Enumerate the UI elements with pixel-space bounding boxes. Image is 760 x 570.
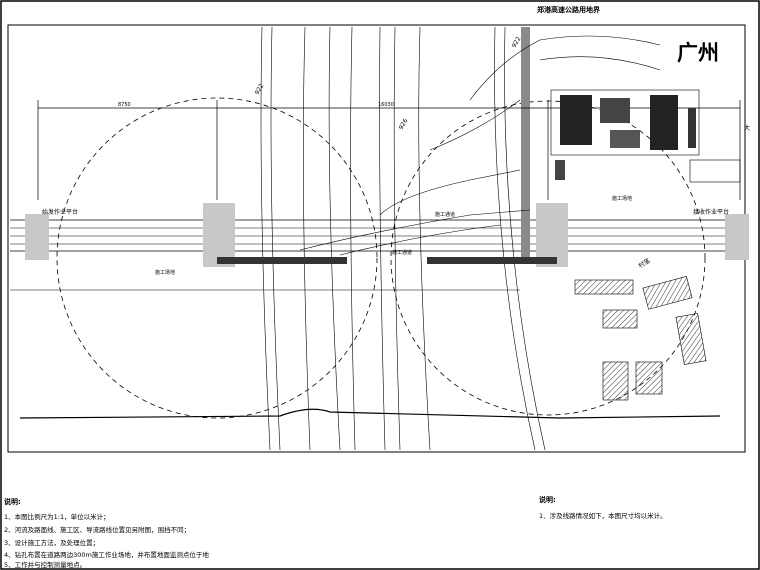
left-platform-label: 始发作业平台 bbox=[42, 208, 78, 216]
left-influence-circle bbox=[56, 97, 378, 419]
notes-right-line-1: 1．涉及线路情况如下，本图尺寸均以米计。 bbox=[539, 511, 667, 520]
channel-label-1: 施工通道 bbox=[435, 211, 455, 218]
shaft-boxes bbox=[25, 203, 749, 267]
notes-left-line-5: 5、工作井与控制测量地点。 bbox=[4, 560, 86, 569]
notes-left-line-2: 2、河流及路面线、施工区、导流路线位置见另附图，围挡不同； bbox=[4, 525, 190, 534]
right-yard-label: 施工场地 bbox=[612, 195, 632, 202]
tunnel-segment-left bbox=[217, 257, 347, 264]
drawing-frame bbox=[7, 24, 746, 453]
highway-lines bbox=[260, 26, 546, 451]
channel-label-2: 施工通道 bbox=[392, 249, 412, 256]
city-label: 广州 bbox=[677, 41, 719, 65]
access-roads bbox=[299, 35, 661, 256]
station-label-3: 926 bbox=[398, 117, 410, 131]
notes-left-heading: 说明: bbox=[4, 497, 21, 506]
hatched-buildings bbox=[574, 276, 707, 401]
tunnel-segments bbox=[217, 257, 557, 264]
notes-left-line-4: 4、钻孔布置在道路两边300m施工作业场地，并布置地面监测点位于地 bbox=[4, 550, 209, 559]
vertical-road-band bbox=[521, 27, 530, 257]
dim-right-label: 16030 bbox=[378, 102, 394, 108]
ground-profile-line bbox=[19, 408, 721, 419]
station-label-2: 922 bbox=[511, 35, 523, 49]
highway-boundary-title: 郑港高速公路用地界 bbox=[537, 5, 601, 14]
notes-left-line-1: 1、本图比例尺为1:1，单位以米计； bbox=[4, 512, 110, 521]
left-shaft-box bbox=[203, 203, 235, 267]
right-platform-label: 接收作业平台 bbox=[693, 208, 729, 216]
horizontal-alignment bbox=[10, 219, 744, 291]
building-cluster bbox=[550, 89, 741, 183]
left-end-box bbox=[25, 214, 49, 260]
station-label-1: 922 bbox=[254, 82, 266, 96]
right-arrow-label: 大 bbox=[744, 124, 750, 132]
right-end-box bbox=[725, 214, 749, 260]
tunnel-segment-right bbox=[427, 257, 557, 264]
notes-left-line-3: 3、设计施工方法，及处理位置； bbox=[4, 538, 99, 547]
notes-right-heading: 说明: bbox=[539, 495, 556, 504]
dim-left-label: 8750 bbox=[118, 102, 131, 108]
left-yard-label: 施工场地 bbox=[155, 269, 175, 276]
right-shaft-box bbox=[536, 203, 568, 267]
